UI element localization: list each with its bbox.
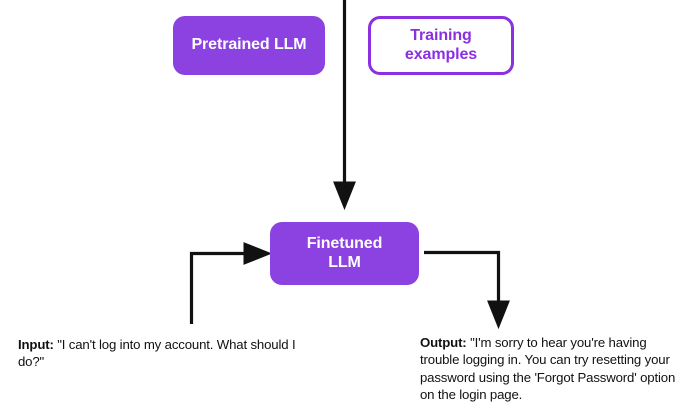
- node-finetuned-llm-line2: LLM: [328, 253, 361, 271]
- node-pretrained-llm-label: Pretrained LLM: [191, 36, 307, 54]
- node-training-examples-label: Training examples: [405, 27, 477, 65]
- node-finetuned-llm-label: Finetuned LLM: [307, 235, 383, 273]
- node-training-examples-line2: examples: [404, 45, 478, 63]
- node-finetuned-llm-line1: Finetuned: [306, 234, 383, 252]
- arrow-finetuned-to-output: [424, 250, 511, 330]
- node-training-examples-line1: Training: [410, 26, 472, 44]
- node-training-examples[interactable]: Training examples: [368, 16, 514, 75]
- caption-output: Output: "I'm sorry to hear you're having…: [420, 334, 688, 402]
- caption-input: Input: "I can't log into my account. Wha…: [18, 336, 318, 371]
- arrow-input-to-finetuned: [189, 241, 273, 324]
- caption-input-label: Input:: [18, 337, 54, 352]
- caption-output-label: Output:: [420, 335, 467, 350]
- node-finetuned-llm[interactable]: Finetuned LLM: [270, 222, 419, 285]
- caption-input-text: "I can't log into my account. What shoul…: [18, 337, 296, 370]
- caption-output-text: "I'm sorry to hear you're having trouble…: [420, 335, 676, 402]
- node-pretrained-llm[interactable]: Pretrained LLM: [173, 16, 325, 75]
